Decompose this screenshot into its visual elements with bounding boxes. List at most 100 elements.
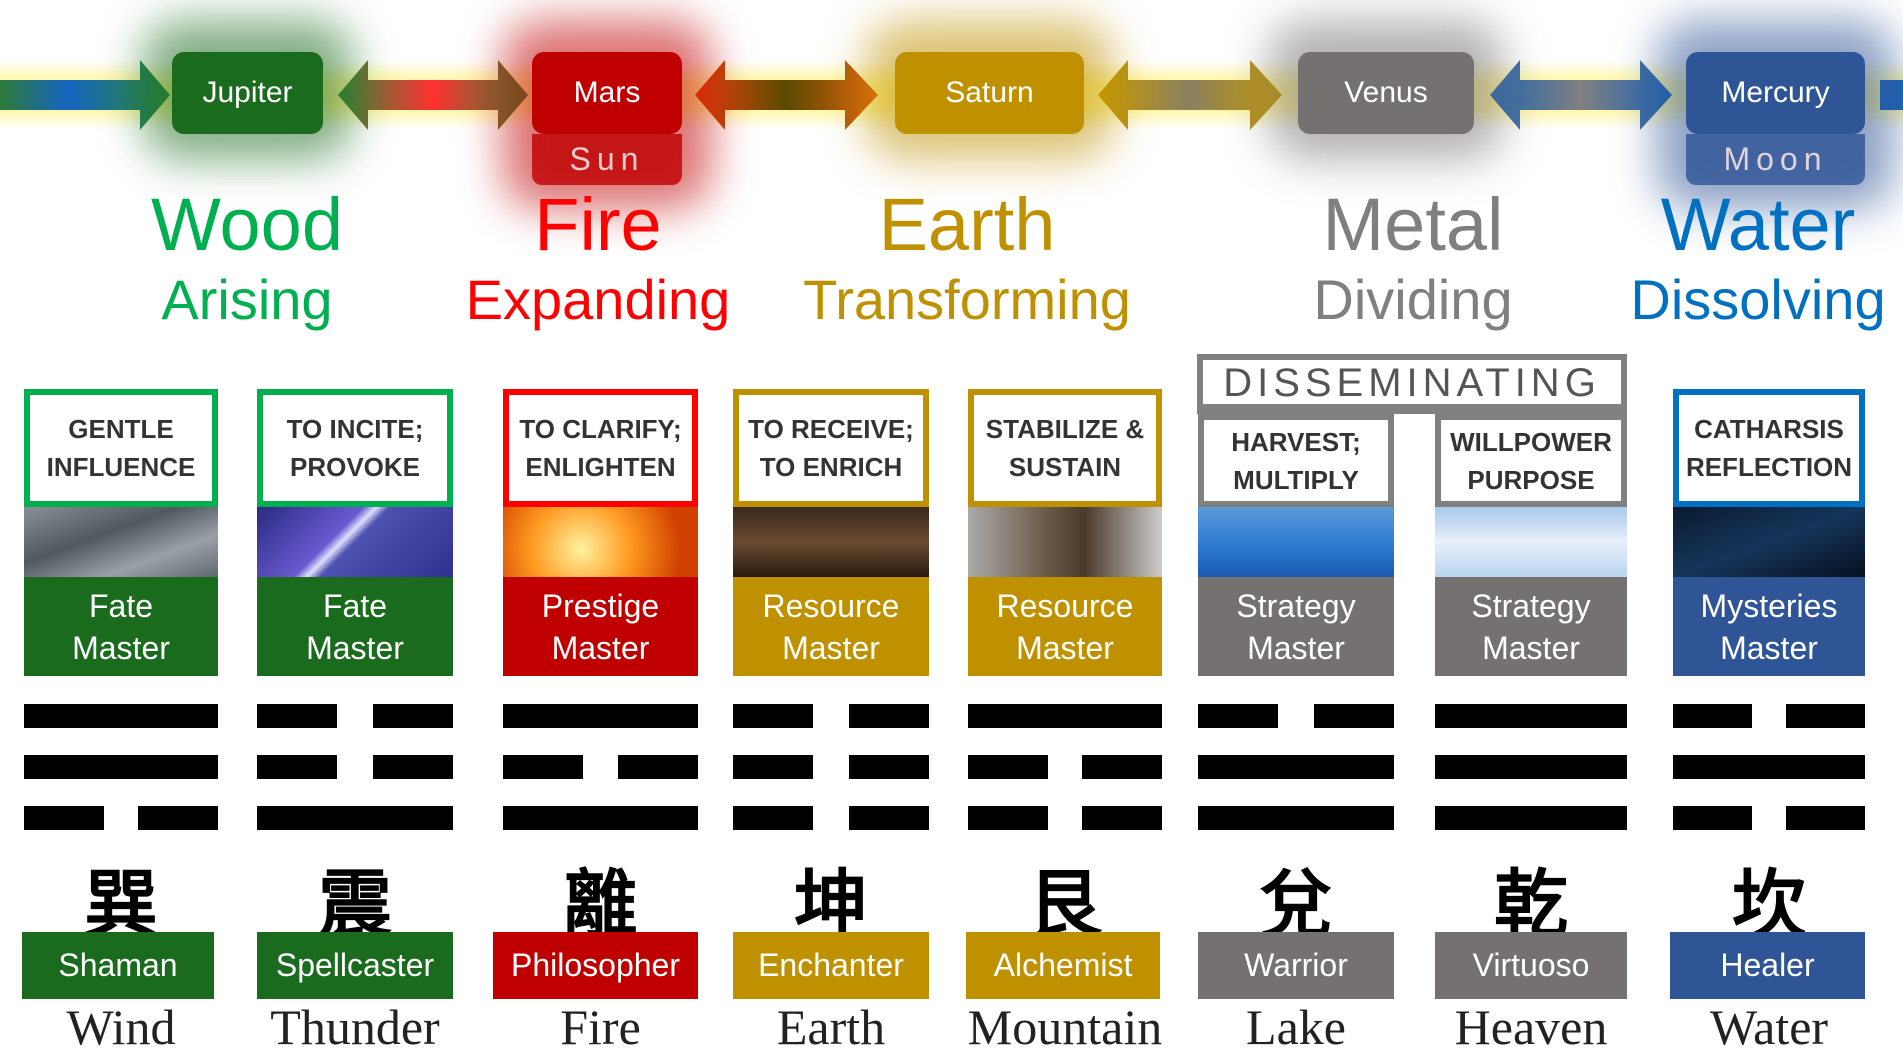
master-line: Master	[1482, 629, 1580, 666]
planet-sub-sun: Sun	[532, 134, 682, 185]
master-line: Master	[1720, 629, 1818, 666]
yin-line-right	[1314, 704, 1394, 728]
trigram-name: Heaven	[1454, 999, 1608, 1055]
yin-line-left	[24, 806, 104, 830]
planet-mars: Mars	[532, 52, 682, 134]
trigram-name: Mountain	[967, 999, 1163, 1055]
element-name: Metal	[1322, 183, 1504, 266]
yang-line	[1673, 755, 1865, 779]
yin-line-right	[138, 806, 218, 830]
master-line: Fate	[88, 587, 153, 624]
verb-line: MULTIPLY	[1233, 464, 1359, 495]
yin-line-left	[503, 755, 583, 779]
yin-line-left	[733, 704, 813, 728]
yin-line-left	[733, 806, 813, 830]
verb-line: SUSTAIN	[1008, 452, 1122, 482]
yang-line	[968, 704, 1162, 728]
element-name: Fire	[534, 183, 662, 266]
verb-line: CATHARSIS	[1694, 414, 1844, 444]
master-line: Resource	[996, 587, 1134, 624]
verb-box: TO RECEIVE;TO ENRICH	[733, 389, 929, 507]
verb-line: TO CLARIFY;	[519, 414, 682, 444]
arrow-wood-fire	[338, 60, 528, 130]
lightning-image	[257, 507, 453, 577]
trigram-name: Lake	[1246, 999, 1346, 1055]
verb-line: STABILIZE &	[985, 414, 1145, 444]
archetype-label: Warrior	[1198, 932, 1394, 999]
yin-line-right	[373, 704, 453, 728]
element-motion: Arising	[161, 268, 333, 331]
yin-line-right	[1786, 806, 1865, 830]
disseminating-bracket	[1197, 404, 1627, 414]
planet-jupiter: Jupiter	[172, 52, 323, 134]
verb-box: HARVEST;MULTIPLY	[1198, 414, 1394, 507]
yin-line-left	[968, 806, 1048, 830]
archetype-label: Healer	[1670, 932, 1865, 999]
verb-line: REFLECTION	[1685, 452, 1853, 482]
yang-line	[1435, 755, 1627, 779]
yin-line-left	[1673, 806, 1752, 830]
master-line: Master	[782, 629, 880, 666]
element-motion: Transforming	[803, 268, 1131, 331]
yang-line	[1198, 755, 1394, 779]
planet-sub-moon: Moon	[1686, 134, 1865, 185]
archetype-label: Virtuoso	[1435, 932, 1627, 999]
yang-line	[1198, 806, 1394, 830]
yang-line	[1435, 806, 1627, 830]
trigram-name: Wind	[66, 999, 176, 1055]
element-name: Water	[1660, 183, 1856, 266]
trigram-name: Thunder	[270, 999, 440, 1055]
verb-line: TO INCITE;	[286, 414, 424, 444]
yin-line-right	[1786, 704, 1865, 728]
disseminating-header: DISSEMINATING	[1197, 354, 1627, 410]
yin-line-right	[849, 806, 929, 830]
master-line: Prestige	[541, 587, 660, 624]
yang-line	[1435, 704, 1627, 728]
planet-sub-name: Sun	[569, 141, 645, 177]
flames-image	[503, 507, 698, 577]
yin-line-left	[1198, 704, 1278, 728]
trigram-name: Earth	[776, 999, 886, 1055]
planet-name: Saturn	[945, 76, 1034, 109]
element-motion: Dividing	[1313, 268, 1513, 331]
yang-line	[503, 704, 698, 728]
yang-line	[503, 806, 698, 830]
arrow-water-wood	[0, 60, 170, 130]
master-line: Master	[1247, 629, 1345, 666]
yin-line-left	[733, 755, 813, 779]
master-line: Master	[551, 629, 650, 666]
storm-image	[24, 507, 218, 577]
master-line: Master	[1016, 629, 1114, 666]
arrow-earth-metal	[1098, 60, 1282, 130]
archetype-label: Spellcaster	[257, 932, 453, 999]
yin-line-left	[257, 755, 337, 779]
verb-line: PURPOSE	[1467, 464, 1595, 495]
verb-line: PROVOKE	[289, 452, 421, 482]
element-motion: Expanding	[465, 268, 731, 331]
master-line: Fate	[322, 587, 387, 624]
yin-line-right	[1082, 755, 1162, 779]
archetype-label: Shaman	[22, 932, 214, 999]
element-name: Wood	[151, 183, 343, 266]
yin-line-right	[1082, 806, 1162, 830]
archetype-label: Philosopher	[493, 932, 698, 999]
planet-mercury: Mercury	[1686, 52, 1865, 134]
planet-sub-name: Moon	[1723, 141, 1828, 177]
trigram-name: Water	[1709, 999, 1829, 1055]
verb-box: STABILIZE & SUSTAIN	[968, 389, 1162, 507]
planet-name: Venus	[1344, 76, 1428, 109]
yin-line-right	[618, 755, 698, 779]
master-line: Strategy	[1471, 587, 1591, 624]
planet-name: Mercury	[1721, 76, 1830, 109]
trigram-name: Fire	[560, 999, 641, 1055]
